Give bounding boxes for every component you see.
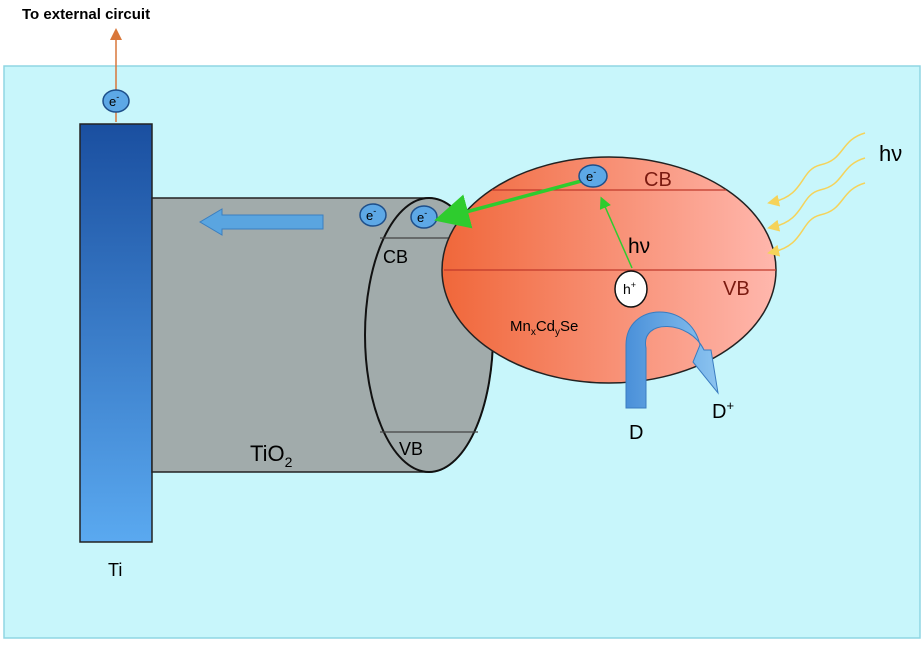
hole-scavenging-arrow bbox=[625, 311, 719, 409]
tio2-cb-label: CB bbox=[383, 247, 408, 267]
qd-cb-label: CB bbox=[644, 169, 672, 191]
external-circuit-label: To external circuit bbox=[22, 6, 150, 23]
donor-label: D bbox=[629, 422, 643, 444]
tio2-cylinder: CB VB TiO2 bbox=[151, 197, 494, 473]
incident-light bbox=[767, 132, 866, 257]
hole-qd: h+ bbox=[614, 270, 648, 308]
excitation-hv-label: hν bbox=[628, 235, 650, 258]
electron-tio2-1: e- bbox=[359, 203, 387, 227]
excitation-arrow bbox=[599, 196, 633, 269]
light-hv-label: hν bbox=[879, 141, 902, 166]
svg-text:h+: h+ bbox=[623, 280, 636, 297]
ti-electrode bbox=[79, 123, 153, 543]
qd-composition-label: MnxCdySe bbox=[510, 318, 578, 338]
svg-text:e-: e- bbox=[417, 208, 427, 225]
electron-injection-arrow bbox=[434, 178, 586, 229]
svg-text:e-: e- bbox=[366, 206, 376, 223]
svg-text:e-: e- bbox=[109, 92, 119, 109]
electron-external: e- bbox=[102, 89, 130, 113]
electron-transport-arrow bbox=[199, 208, 324, 236]
electron-qd: e- bbox=[578, 164, 608, 188]
quantum-dot: CB VB MnxCdySe hν bbox=[441, 156, 777, 384]
tio2-label: TiO2 bbox=[250, 441, 293, 470]
electron-tio2-2: e- bbox=[410, 205, 438, 229]
svg-text:e-: e- bbox=[586, 167, 596, 184]
oxidized-donor-label: D+ bbox=[712, 398, 734, 423]
ti-label: Ti bbox=[108, 560, 122, 580]
tio2-vb-label: VB bbox=[399, 439, 423, 459]
qd-vb-label: VB bbox=[723, 278, 750, 300]
